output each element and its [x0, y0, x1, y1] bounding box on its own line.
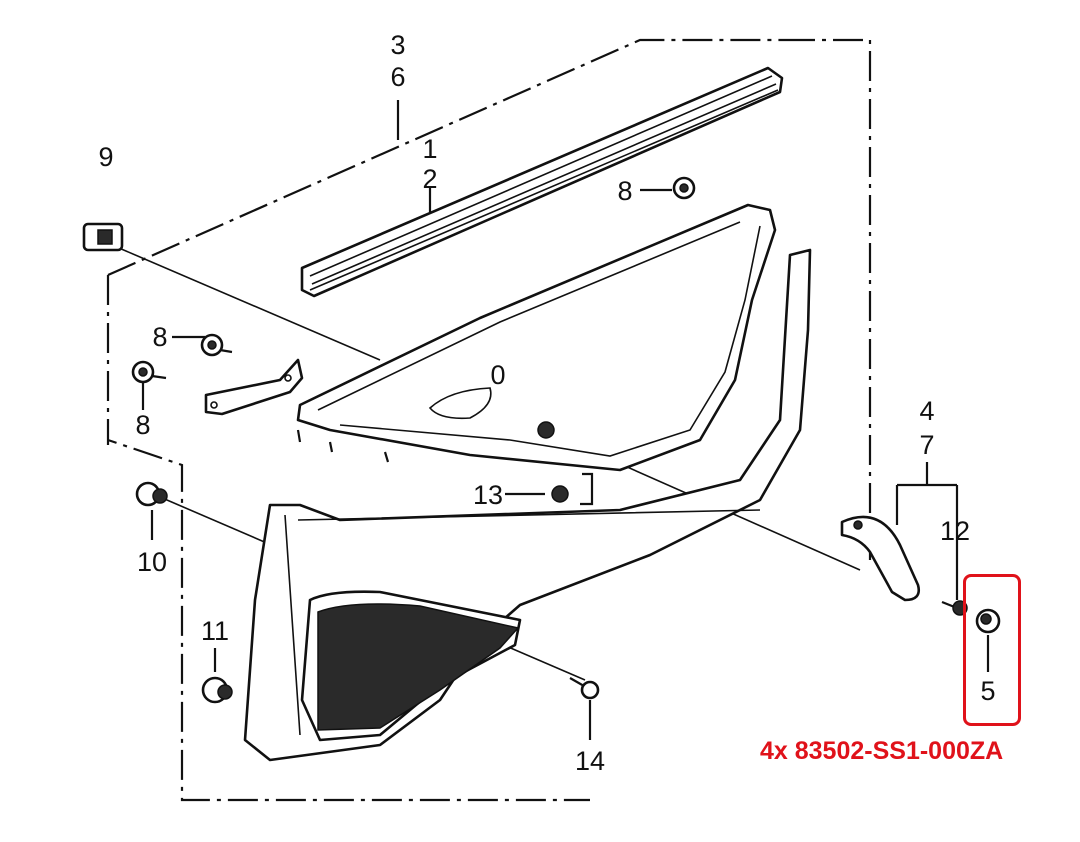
- cap-5: [975, 608, 1001, 634]
- bracket-4-7: [895, 462, 959, 600]
- upper-trim-panel: [296, 203, 777, 472]
- ref-label-12: 12: [940, 516, 970, 546]
- leader-9: [111, 244, 381, 361]
- assembly-boundary-right: [785, 38, 872, 560]
- ref-label-11: 11: [201, 616, 229, 646]
- ref-label-8-left: 8: [135, 410, 150, 440]
- speaker-grille: [317, 603, 520, 731]
- ref-label-1: 1: [422, 134, 437, 164]
- screw-14: [569, 677, 600, 700]
- screw-8-top: [672, 176, 696, 200]
- assembly-boundary: [106, 38, 785, 802]
- pull-handle: [840, 515, 920, 602]
- lower-trim-panel: [243, 248, 812, 762]
- ref-label-6: 6: [390, 62, 405, 92]
- mounting-bracket: [204, 358, 304, 416]
- ref-label-2: 2: [422, 164, 437, 194]
- ref-label-0: 0: [490, 360, 505, 390]
- ref-label-13: 13: [473, 480, 503, 510]
- ref-label-7: 7: [919, 430, 934, 460]
- ref-label-8-top: 8: [617, 176, 632, 206]
- screw-panel: [537, 421, 555, 439]
- screw-8-left: [131, 360, 167, 384]
- ref-label-8-mid: 8: [152, 322, 167, 352]
- ref-label-5: 5: [980, 676, 995, 706]
- ref-label-9: 9: [98, 142, 113, 172]
- screw-13: [551, 485, 569, 503]
- part-5-highlight-box: [963, 574, 1021, 726]
- clip-10: [135, 481, 168, 507]
- weatherstrip: [300, 66, 784, 298]
- ref-label-14: 14: [575, 746, 605, 776]
- ref-label-4: 4: [919, 396, 934, 426]
- clip-9: [82, 222, 124, 252]
- clip-11: [201, 676, 233, 704]
- screw-8-mid: [200, 333, 233, 357]
- ref-label-3: 3: [390, 30, 405, 60]
- ref-label-10: 10: [137, 547, 167, 577]
- bracket-13: [580, 472, 594, 506]
- part-number-note: 4x 83502-SS1-000ZA: [760, 737, 1004, 765]
